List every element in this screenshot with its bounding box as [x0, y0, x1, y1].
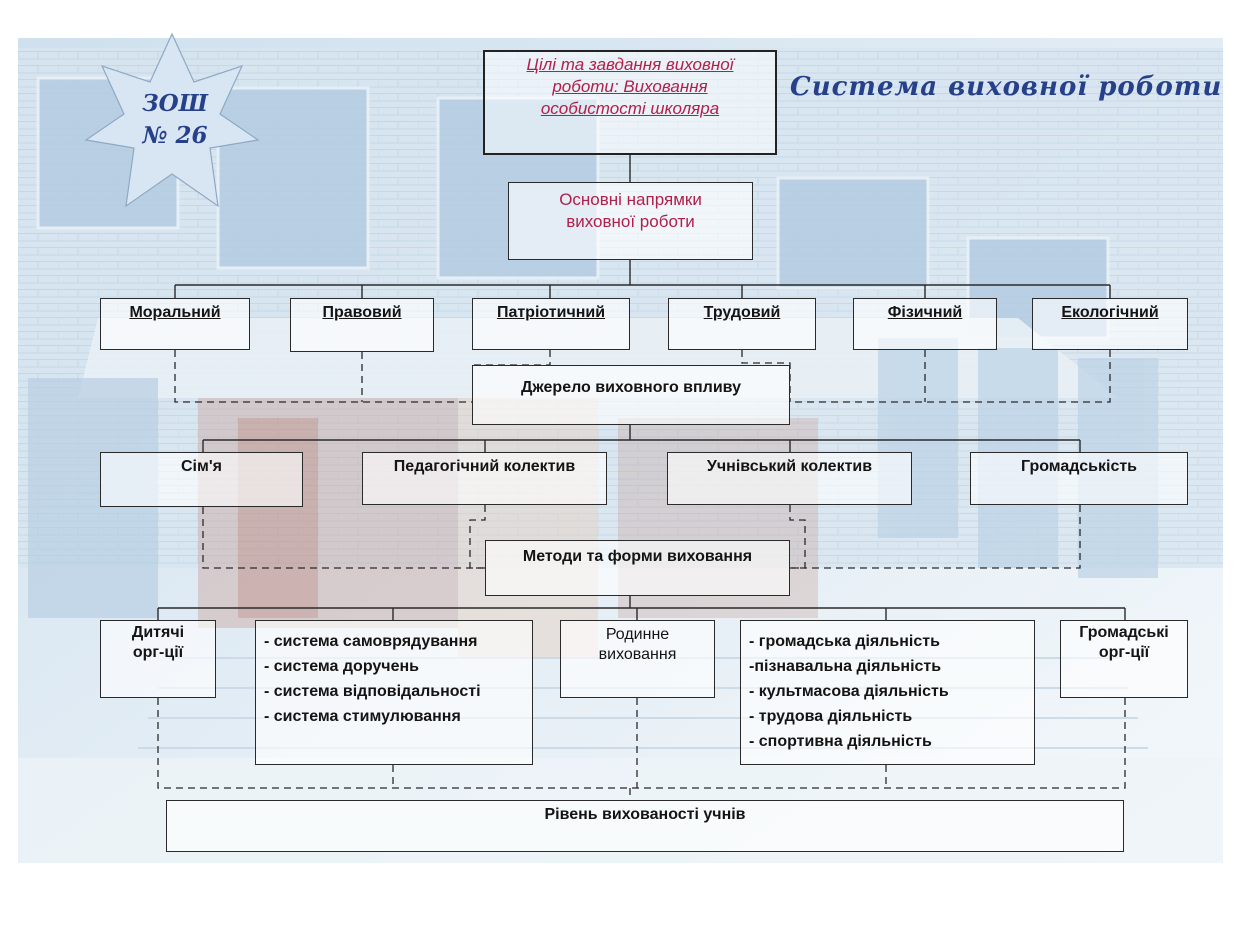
goal-line-1: Цілі та завдання виховної: [526, 55, 734, 74]
page-title: Система виховної роботи: [790, 72, 1223, 102]
children-organizations-box: Дитячі орг-ції: [100, 620, 216, 698]
source-student-collective: Учнівський колектив: [667, 452, 912, 505]
system-item: - система відповідальності: [264, 683, 481, 700]
family-education-line-2: виховання: [598, 646, 677, 663]
direction-ecological: Екологічний: [1032, 298, 1188, 350]
children-orgs-line-2: орг-ції: [132, 644, 184, 661]
goal-line-3: особистості школяра: [540, 99, 720, 118]
direction-labor: Трудовий: [668, 298, 816, 350]
system-item: - система самоврядування: [264, 633, 478, 650]
source-family: Сім'я: [100, 452, 303, 507]
school-badge-star: [84, 32, 260, 208]
family-education-box: Родинне виховання: [560, 620, 715, 698]
direction-moral: Моральний: [100, 298, 250, 350]
system-item: - система стимулювання: [264, 708, 461, 725]
children-orgs-line-1: Дитячі: [131, 624, 185, 641]
system-item: - система доручень: [264, 658, 419, 675]
activity-item: - спортивна діяльність: [749, 733, 932, 750]
badge-line-1: ЗОШ: [142, 90, 208, 117]
public-organizations-box: Громадські орг-ції: [1060, 620, 1188, 698]
activity-item: - громадська діяльність: [749, 633, 940, 650]
star-shape: [84, 32, 260, 208]
directions-header-line-2: виховної роботи: [566, 212, 695, 231]
direction-physical: Фізичний: [853, 298, 997, 350]
activity-item: - трудова діяльність: [749, 708, 913, 725]
result-box: Рівень вихованості учнів: [166, 800, 1124, 852]
activities-box: - громадська діяльність -пізнавальна дія…: [740, 620, 1035, 765]
directions-header-box: Основні напрямки виховної роботи: [508, 182, 753, 260]
methods-header-box: Методи та форми виховання: [485, 540, 790, 596]
public-orgs-line-1: Громадські: [1079, 624, 1169, 641]
source-teaching-staff: Педагогічний колектив: [362, 452, 607, 505]
direction-patriotic: Патріотичний: [472, 298, 630, 350]
public-orgs-line-2: орг-ції: [1098, 644, 1150, 661]
badge-line-2: № 26: [142, 122, 208, 149]
goal-line-2: роботи: Виховання: [552, 77, 708, 96]
school-badge-label: ЗОШ № 26: [120, 88, 230, 152]
activity-item: -пізнавальна діяльність: [749, 658, 942, 675]
systems-box: - система самоврядування - система доруч…: [255, 620, 533, 765]
source-community: Громадськість: [970, 452, 1188, 505]
goal-box: Цілі та завдання виховної роботи: Вихова…: [483, 50, 777, 155]
family-education-line-1: Родинне: [605, 626, 670, 643]
direction-legal: Правовий: [290, 298, 434, 352]
activity-item: - культмасова діяльність: [749, 683, 949, 700]
directions-header-line-1: Основні напрямки: [559, 190, 702, 209]
sources-header-box: Джерело виховного впливу: [472, 365, 790, 425]
